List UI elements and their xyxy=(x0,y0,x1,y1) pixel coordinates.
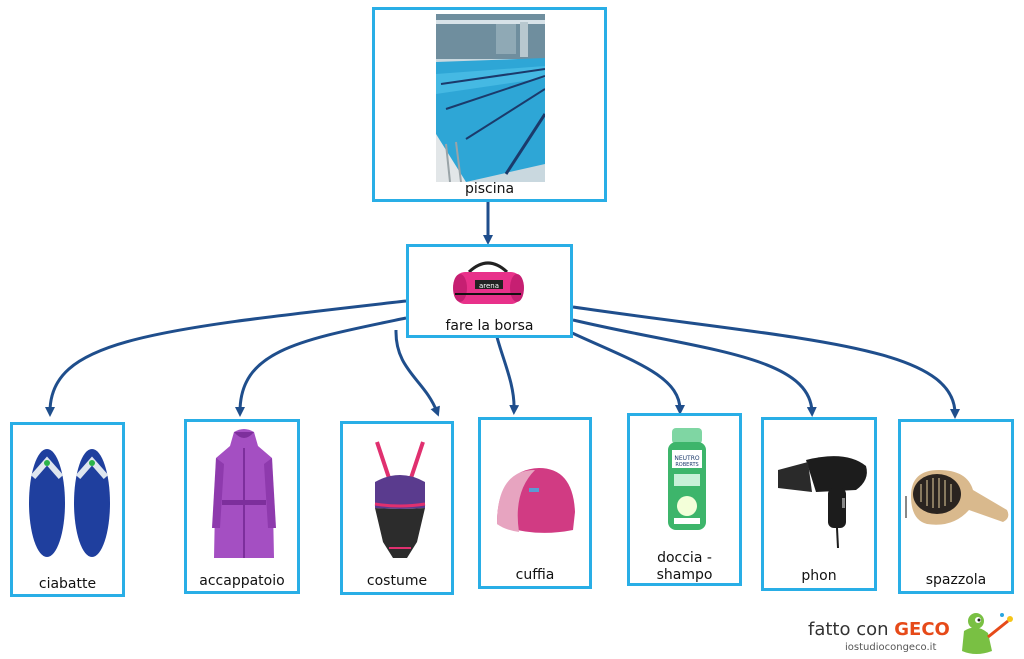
arrow-to-doccia xyxy=(569,330,685,415)
node-label: phon xyxy=(801,568,837,584)
site-url: iostudiocongeco.it xyxy=(845,642,937,653)
arrow-to-spazzola xyxy=(572,305,960,419)
hair-brush-icon xyxy=(905,470,1009,525)
node-cuffia[interactable]: cuffia xyxy=(478,417,592,589)
node-label: fare la borsa xyxy=(445,318,534,334)
node-fare-la-borsa[interactable]: arena fare la borsa xyxy=(406,244,573,338)
arrow-to-phon xyxy=(572,318,817,417)
node-phon[interactable]: phon xyxy=(761,417,877,591)
arrow-to-costume xyxy=(394,329,440,417)
node-accappatoio[interactable]: accappatoio xyxy=(184,419,300,594)
node-label-line1: doccia - xyxy=(657,550,712,566)
svg-text:NEUTRO: NEUTRO xyxy=(674,455,700,462)
arrow-to-cuffia xyxy=(495,336,520,415)
node-label: spazzola xyxy=(925,572,987,588)
node-doccia-shampo[interactable]: NEUTRO ROBERTS doccia - shampo xyxy=(627,413,742,586)
geco-footer: fatto con GECO iostudiocongeco.it xyxy=(808,613,1018,657)
node-ciabatte[interactable]: ciabatte xyxy=(10,422,125,597)
node-costume[interactable]: costume xyxy=(340,421,454,595)
node-piscina[interactable]: piscina xyxy=(372,7,607,202)
flip-flops-icon xyxy=(29,449,110,557)
geco-frog-icon xyxy=(962,613,1013,654)
arrow-to-ciabatte xyxy=(45,299,407,417)
bathrobe-icon xyxy=(212,429,276,558)
arrow-to-accappatoio xyxy=(235,316,407,417)
brand-name: GECO xyxy=(894,619,950,640)
node-label: ciabatte xyxy=(38,576,97,592)
node-label: piscina xyxy=(464,181,515,197)
swimsuit-icon xyxy=(374,441,426,558)
svg-text:arena: arena xyxy=(479,282,499,290)
hair-dryer-icon xyxy=(778,456,867,549)
sports-bag-icon: arena xyxy=(453,261,524,304)
made-with-label: fatto con xyxy=(808,619,889,640)
node-label: cuffia xyxy=(515,567,555,583)
svg-text:ROBERTS: ROBERTS xyxy=(675,462,698,468)
made-with-text: fatto con GECO xyxy=(808,619,950,640)
node-label-line2: shampo xyxy=(656,567,713,583)
shampoo-bottle-icon: NEUTRO ROBERTS xyxy=(668,428,706,530)
swim-cap-icon xyxy=(497,468,575,533)
node-spazzola[interactable]: spazzola xyxy=(898,419,1014,594)
node-label: accappatoio xyxy=(199,573,285,589)
pool-photo xyxy=(436,14,545,182)
node-label: costume xyxy=(366,573,428,589)
